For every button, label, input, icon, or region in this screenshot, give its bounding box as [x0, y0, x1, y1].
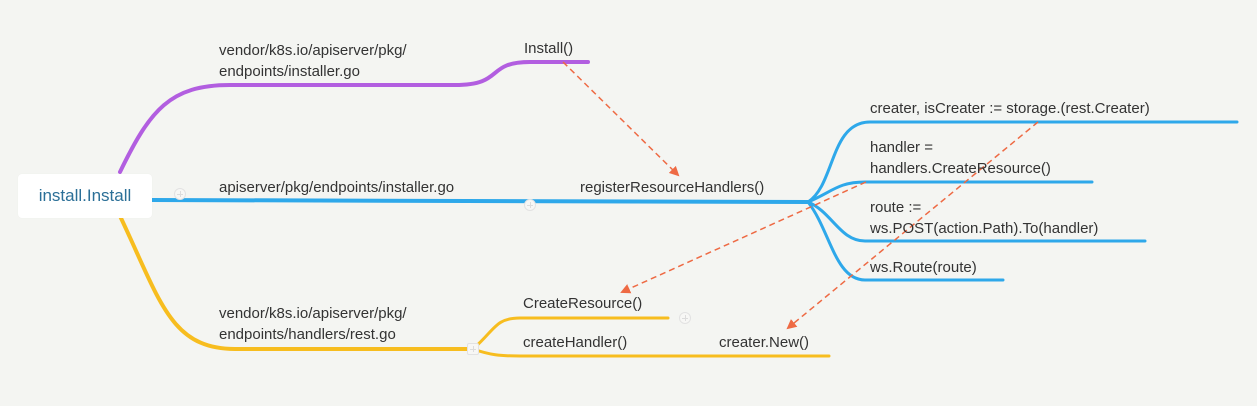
blue-child-3-line-1[interactable]: route := [870, 199, 922, 216]
plus-circle-icon[interactable] [524, 199, 536, 211]
root-node-label: install.Install [38, 186, 132, 205]
purple-branch-connector [118, 60, 590, 174]
blue-child-2-line-1[interactable]: handler = [870, 139, 933, 156]
blue-child-1-line-1[interactable]: creater, isCreater := storage.(rest.Crea… [870, 100, 1150, 117]
blue-child-2-line-2[interactable]: handlers.CreateResource() [870, 160, 1051, 177]
yellow-branch-connector [118, 214, 475, 351]
yellow-func-createhandler[interactable]: createHandler() [523, 334, 628, 351]
plus-circle-icon[interactable] [679, 312, 691, 324]
yellow-child-connector-1 [471, 316, 670, 351]
plus-circle-icon[interactable] [174, 188, 186, 200]
purple-file-line-2[interactable]: endpoints/installer.go [219, 63, 360, 80]
blue-child-connector-3 [806, 200, 1147, 243]
yellow-sub-creater-new[interactable]: creater.New() [719, 334, 810, 351]
blue-child-3-line-2[interactable]: ws.POST(action.Path).To(handler) [870, 220, 1099, 237]
call-arrow-install-to-register [562, 61, 680, 177]
purple-file-line-1[interactable]: vendor/k8s.io/apiserver/pkg/ [219, 42, 407, 59]
blue-func-register[interactable]: registerResourceHandlers() [580, 179, 765, 196]
call-arrow-creater-to-new [786, 121, 1039, 330]
blue-child-connector-2 [806, 180, 1094, 204]
plus-square-icon[interactable] [467, 343, 479, 355]
blue-branch-connector [150, 198, 810, 204]
yellow-file-line-1[interactable]: vendor/k8s.io/apiserver/pkg/ [219, 305, 407, 322]
root-node[interactable]: install.Install [18, 174, 152, 218]
blue-child-connector-4 [806, 200, 1005, 282]
blue-file[interactable]: apiserver/pkg/endpoints/installer.go [219, 179, 455, 196]
yellow-file-line-2[interactable]: endpoints/handlers/rest.go [219, 326, 396, 343]
yellow-func-createresource[interactable]: CreateResource() [523, 295, 643, 312]
call-arrow-handler-to-createresource [620, 181, 867, 294]
blue-child-connector-1 [806, 120, 1239, 204]
purple-func-install[interactable]: Install() [524, 40, 574, 57]
blue-child-4-line-1[interactable]: ws.Route(route) [870, 259, 977, 276]
